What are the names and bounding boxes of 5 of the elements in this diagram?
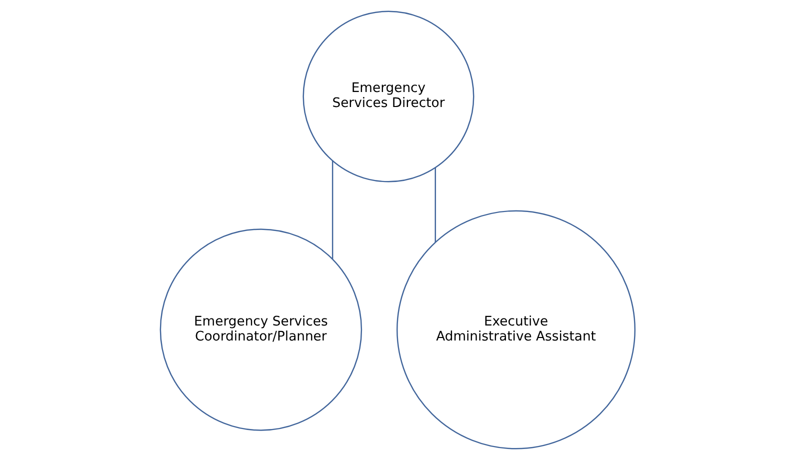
node-circle: Executive Administrative Assistant xyxy=(396,210,636,450)
connector xyxy=(332,160,334,259)
node-circle: Emergency Services Coordinator/Planner xyxy=(160,228,362,431)
connector xyxy=(434,167,436,242)
node-circle: Emergency Services Director xyxy=(302,10,474,182)
